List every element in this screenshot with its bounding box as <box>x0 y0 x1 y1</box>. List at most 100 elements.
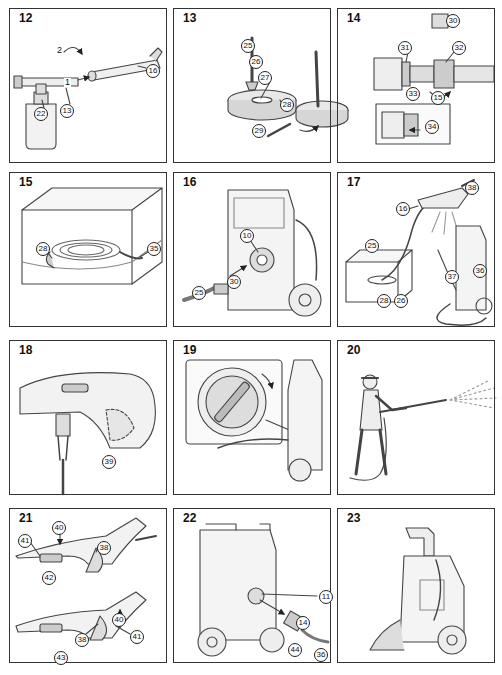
callout-number: 14 <box>299 619 308 627</box>
callout-number: 40 <box>115 616 124 624</box>
callout-circle: 44 <box>288 643 302 657</box>
callout-circle: 26 <box>249 55 263 69</box>
callout-circle: 26 <box>394 294 408 308</box>
callout-number: 30 <box>230 278 239 286</box>
callout-number: 42 <box>45 574 54 582</box>
callout-circle: 33 <box>406 87 420 101</box>
callout-number: 26 <box>397 297 406 305</box>
callout-circle: 14 <box>296 616 310 630</box>
step-number: 14 <box>347 11 360 25</box>
step-arrow-number: 1 <box>64 78 71 87</box>
step-panel: 21 40 41 38 42 40 41 38 43 <box>9 508 167 663</box>
callout-number: 16 <box>149 67 158 75</box>
step-number: 12 <box>19 11 32 25</box>
callout-circle: 25 <box>365 239 379 253</box>
callout-circle: 38 <box>97 541 111 555</box>
step-arrow-number: 2 <box>56 46 63 55</box>
step-panel: 1839 <box>9 340 167 495</box>
lance <box>42 47 162 108</box>
callout-circle: 25 <box>241 39 255 53</box>
callout-circle: 16 <box>396 202 410 216</box>
callout-number: 10 <box>243 232 252 240</box>
callout-number: 16 <box>399 205 408 213</box>
callout-number: 27 <box>261 74 270 82</box>
callout-number: 25 <box>368 242 377 250</box>
step-number: 16 <box>183 175 196 189</box>
callout-number: 22 <box>37 110 46 118</box>
step-number: 17 <box>347 175 360 189</box>
machine-stored <box>370 528 466 654</box>
callout-circle: 36 <box>314 648 328 662</box>
trigger-lock <box>16 518 156 640</box>
callout-number: 41 <box>21 537 30 545</box>
step-number: 23 <box>347 511 360 525</box>
callout-number: 31 <box>401 44 410 52</box>
step-panel: 13 25 2627 28 29 <box>173 8 331 163</box>
step-panel: 22 11 14 44 36 <box>173 508 331 663</box>
on-off-switch <box>186 360 322 481</box>
callout-number: 25 <box>195 289 204 297</box>
callout-circle: 38 <box>75 633 89 647</box>
callout-number: 36 <box>317 651 326 659</box>
callout-circle: 34 <box>425 120 439 134</box>
callout-circle: 25 <box>192 286 206 300</box>
step-panel: 23 <box>337 508 495 663</box>
step-panel: 15 28 35 <box>9 172 167 327</box>
pressure-washer <box>184 190 321 316</box>
callout-circle: 28 <box>36 242 50 256</box>
water-tank <box>22 188 162 284</box>
callout-circle: 38 <box>465 181 479 195</box>
step-number: 20 <box>347 343 360 357</box>
callout-circle: 28 <box>377 294 391 308</box>
step-number: 13 <box>183 11 196 25</box>
callout-circle: 28 <box>280 98 294 112</box>
callout-number: 25 <box>244 42 253 50</box>
callout-number: 32 <box>455 44 464 52</box>
callout-circle: 30 <box>446 14 460 28</box>
callout-circle: 35 <box>147 242 161 256</box>
callout-number: 29 <box>255 127 264 135</box>
step-panel: 19 <box>173 340 331 495</box>
callout-number: 44 <box>291 646 300 654</box>
step-panel: 12132216 <box>9 8 167 163</box>
callout-number: 41 <box>133 633 142 641</box>
callout-circle: 37 <box>445 270 459 284</box>
callout-circle: 31 <box>398 41 412 55</box>
callout-number: 36 <box>476 267 485 275</box>
step-number: 22 <box>183 511 196 525</box>
callout-circle: 22 <box>34 107 48 121</box>
callout-number: 28 <box>380 297 389 305</box>
callout-number: 13 <box>63 107 72 115</box>
callout-number: 40 <box>55 524 64 532</box>
callout-number: 43 <box>57 654 66 662</box>
callout-circle: 42 <box>42 571 56 585</box>
operator <box>350 375 496 480</box>
step-number: 15 <box>19 175 32 189</box>
step-panel: 16 10 30 25 <box>173 172 331 327</box>
step-number: 21 <box>19 511 32 525</box>
callout-number: 38 <box>468 184 477 192</box>
callout-circle: 32 <box>452 41 466 55</box>
callout-circle: 41 <box>18 534 32 548</box>
step-panel: 20 <box>337 340 495 495</box>
callout-number: 26 <box>252 58 261 66</box>
callout-circle: 43 <box>54 651 68 665</box>
machine-rear <box>198 524 328 656</box>
callout-circle: 41 <box>130 630 144 644</box>
callout-number: 35 <box>150 245 159 253</box>
step-panel: 14 30 31 32 15 33 34 <box>337 8 495 163</box>
callout-number: 28 <box>39 245 48 253</box>
callout-number: 38 <box>78 636 87 644</box>
callout-number: 15 <box>434 94 443 102</box>
tank-setup <box>346 180 492 325</box>
callout-circle: 36 <box>473 264 487 278</box>
callout-circle: 16 <box>146 64 160 78</box>
step-number: 18 <box>19 343 32 357</box>
callout-circle: 40 <box>112 613 126 627</box>
spray-gun <box>20 373 155 494</box>
callout-circle: 11 <box>319 590 333 604</box>
callout-circle: 39 <box>102 455 116 469</box>
step-number: 19 <box>183 343 196 357</box>
